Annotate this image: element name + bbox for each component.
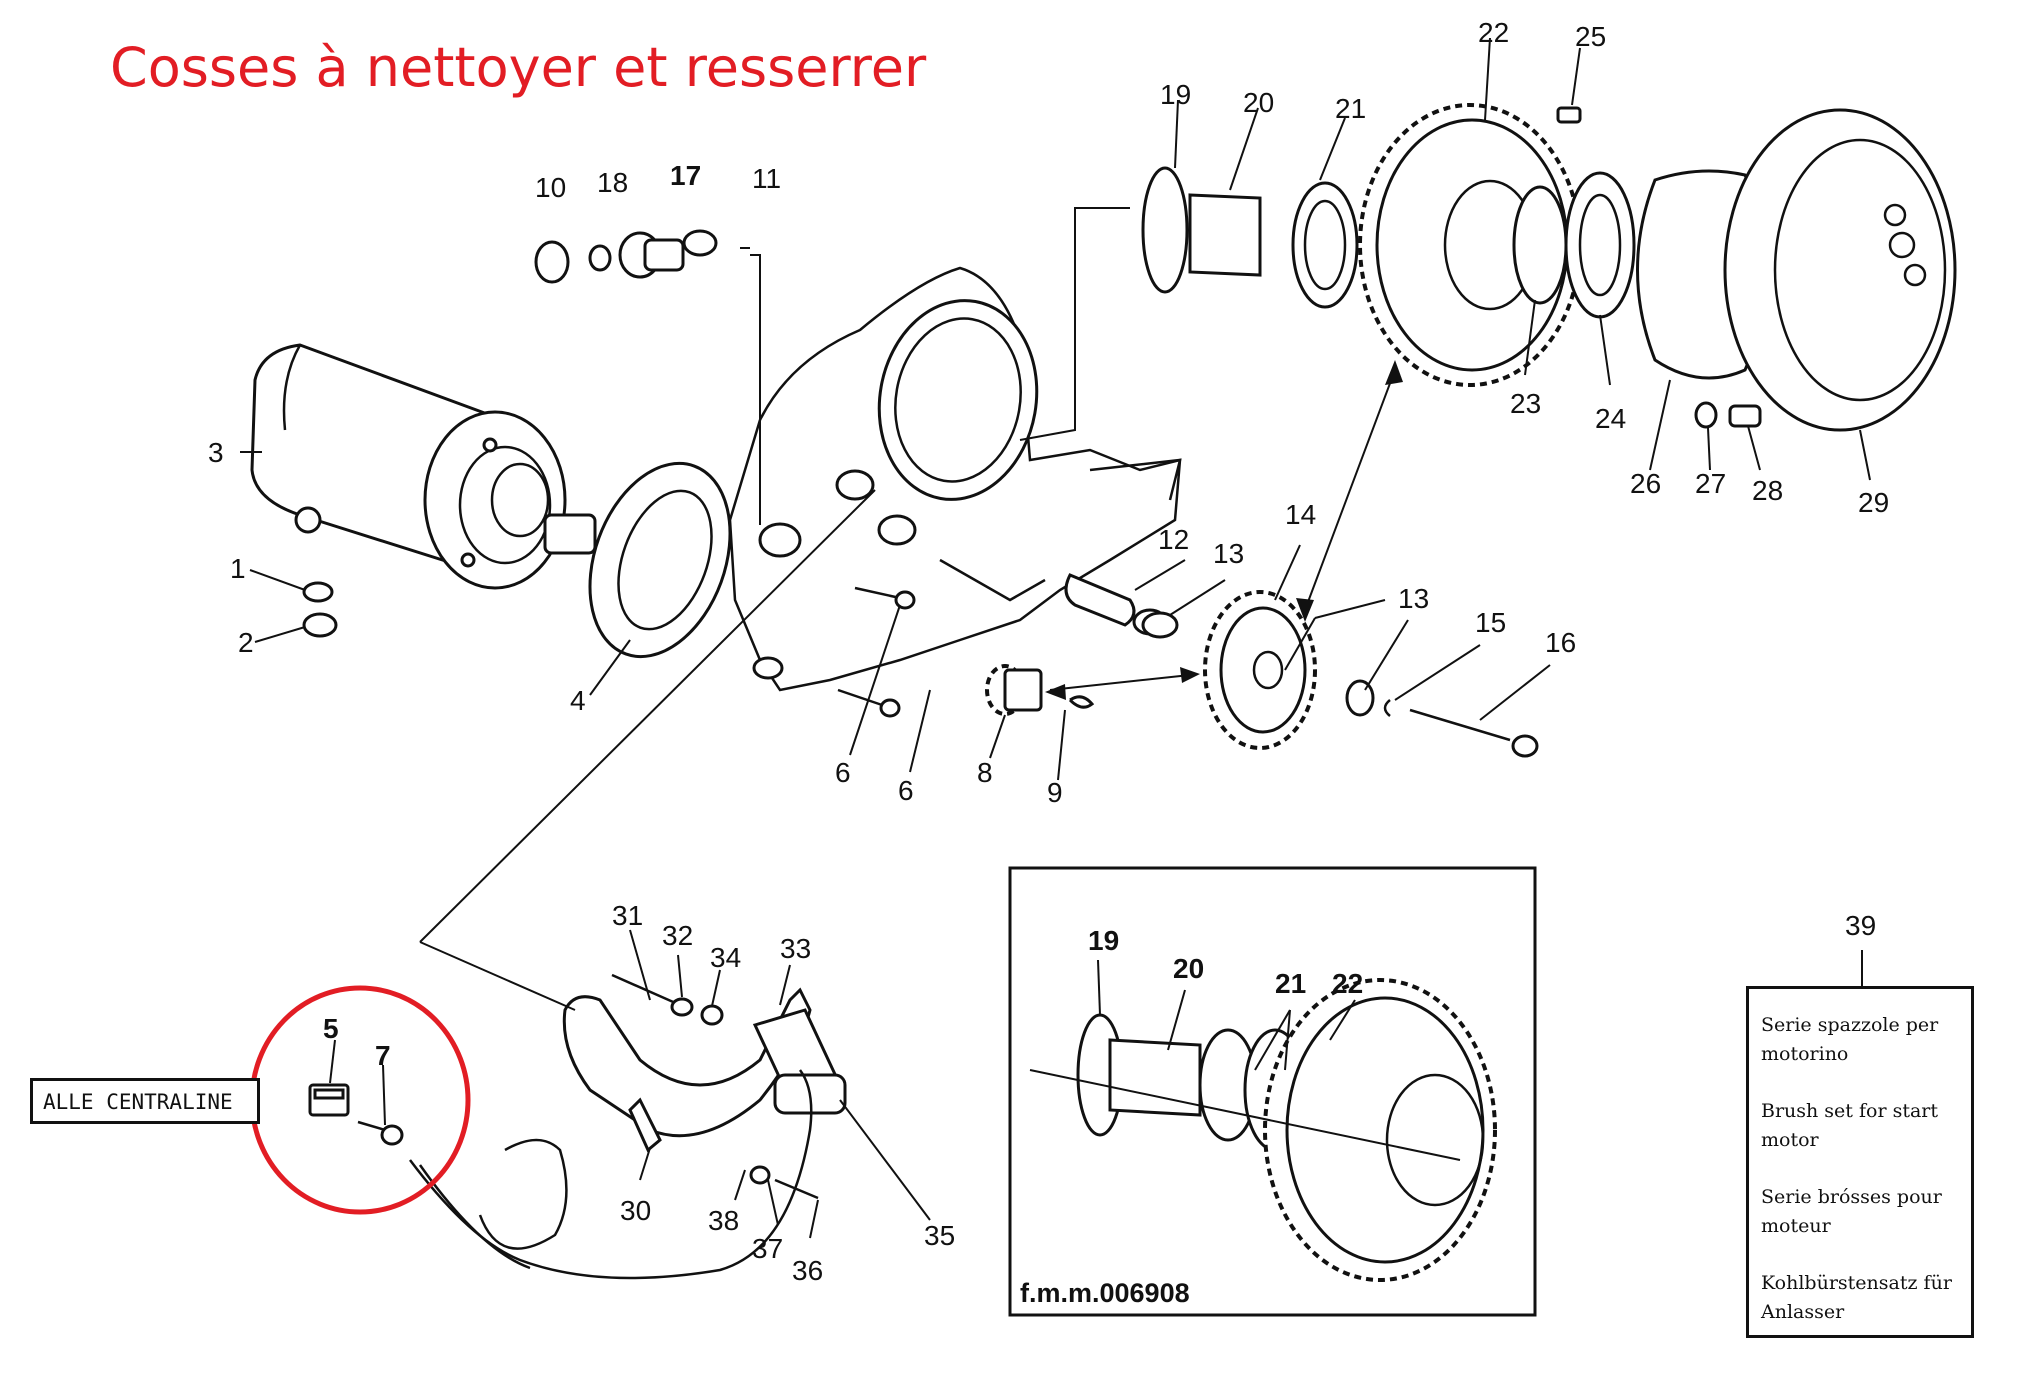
starter-motor bbox=[250, 343, 597, 590]
svg-text:3: 3 bbox=[208, 437, 224, 468]
legend-line-english: Brush set for start motor bbox=[1761, 1100, 1939, 1151]
svg-text:15: 15 bbox=[1475, 607, 1506, 638]
svg-text:2: 2 bbox=[238, 627, 254, 658]
page-title: Cosses à nettoyer et resserrer bbox=[110, 36, 927, 99]
svg-text:36: 36 bbox=[792, 1255, 823, 1286]
svg-text:16: 16 bbox=[1545, 627, 1576, 658]
bolt-16 bbox=[1409, 708, 1539, 758]
clip-9 bbox=[1068, 695, 1095, 709]
svg-text:8: 8 bbox=[977, 757, 993, 788]
svg-text:26: 26 bbox=[1630, 468, 1661, 499]
legend-line-french: Serie brósses pour moteur bbox=[1761, 1186, 1942, 1237]
svg-text:18: 18 bbox=[597, 167, 628, 198]
svg-text:12: 12 bbox=[1158, 524, 1189, 555]
gear-14 bbox=[1203, 590, 1317, 750]
svg-text:22: 22 bbox=[1332, 968, 1363, 999]
svg-text:34: 34 bbox=[710, 942, 741, 973]
svg-text:21: 21 bbox=[1275, 968, 1306, 999]
svg-text:9: 9 bbox=[1047, 777, 1063, 808]
washer-1 bbox=[302, 581, 334, 603]
pinion-8 bbox=[985, 664, 1043, 716]
svg-text:6: 6 bbox=[835, 757, 851, 788]
brush-set-legend: Serie spazzole per motorino Brush set fo… bbox=[1746, 986, 1974, 1338]
wiring-harness bbox=[409, 973, 847, 1280]
highlight-circle bbox=[249, 985, 471, 1215]
screws-6 bbox=[837, 586, 916, 718]
engine-casing bbox=[728, 266, 1182, 692]
svg-text:22: 22 bbox=[1478, 17, 1509, 48]
clutch-assembly bbox=[1141, 103, 1957, 432]
svg-text:19: 19 bbox=[1088, 925, 1119, 956]
svg-text:1: 1 bbox=[230, 553, 246, 584]
svg-text:5: 5 bbox=[323, 1013, 339, 1044]
svg-text:23: 23 bbox=[1510, 388, 1541, 419]
washer-13 bbox=[1141, 611, 1179, 639]
svg-text:4: 4 bbox=[570, 685, 586, 716]
svg-text:14: 14 bbox=[1285, 499, 1316, 530]
svg-text:11: 11 bbox=[752, 163, 781, 194]
svg-text:27: 27 bbox=[1695, 468, 1726, 499]
svg-text:31: 31 bbox=[612, 900, 643, 931]
svg-text:37: 37 bbox=[752, 1233, 783, 1264]
legend-line-german: Kohlbürstensatz für Anlasser bbox=[1761, 1272, 1952, 1323]
inset-reference-label: f.m.m.006908 bbox=[1020, 1278, 1190, 1308]
inset-detail bbox=[1008, 866, 1537, 1317]
leader-lines bbox=[240, 37, 1871, 1239]
svg-text:28: 28 bbox=[1752, 475, 1783, 506]
svg-text:10: 10 bbox=[535, 172, 566, 203]
svg-text:30: 30 bbox=[620, 1195, 651, 1226]
svg-text:20: 20 bbox=[1243, 87, 1274, 118]
connector-label-box: ALLE CENTRALINE bbox=[30, 1078, 260, 1124]
svg-text:33: 33 bbox=[780, 933, 811, 964]
nut-2 bbox=[302, 612, 338, 638]
legend-line-italian: Serie spazzole per motorino bbox=[1761, 1014, 1939, 1065]
arrows bbox=[1045, 360, 1403, 700]
part-numbers: 3 1 2 4 10 18 17 11 19 20 21 22 25 23 24… bbox=[208, 17, 1889, 1286]
clip-15 bbox=[1383, 699, 1391, 717]
svg-text:21: 21 bbox=[1335, 93, 1366, 124]
svg-text:29: 29 bbox=[1858, 487, 1889, 518]
svg-text:38: 38 bbox=[708, 1205, 739, 1236]
svg-text:13: 13 bbox=[1213, 538, 1244, 569]
legend-number: 39 bbox=[1845, 910, 1877, 941]
connector-5 bbox=[308, 1083, 350, 1117]
svg-text:25: 25 bbox=[1575, 21, 1606, 52]
svg-text:6: 6 bbox=[898, 775, 914, 806]
svg-text:19: 19 bbox=[1160, 79, 1191, 110]
svg-text:32: 32 bbox=[662, 920, 693, 951]
svg-text:13: 13 bbox=[1398, 583, 1429, 614]
washer-13b bbox=[1345, 679, 1375, 717]
svg-text:20: 20 bbox=[1173, 953, 1204, 984]
plug-assembly bbox=[534, 229, 718, 284]
terminal-7 bbox=[357, 1120, 404, 1146]
svg-text:24: 24 bbox=[1595, 403, 1626, 434]
gasket-4 bbox=[588, 461, 732, 659]
svg-text:35: 35 bbox=[924, 1220, 955, 1251]
svg-text:7: 7 bbox=[375, 1040, 391, 1071]
svg-text:17: 17 bbox=[670, 160, 701, 191]
